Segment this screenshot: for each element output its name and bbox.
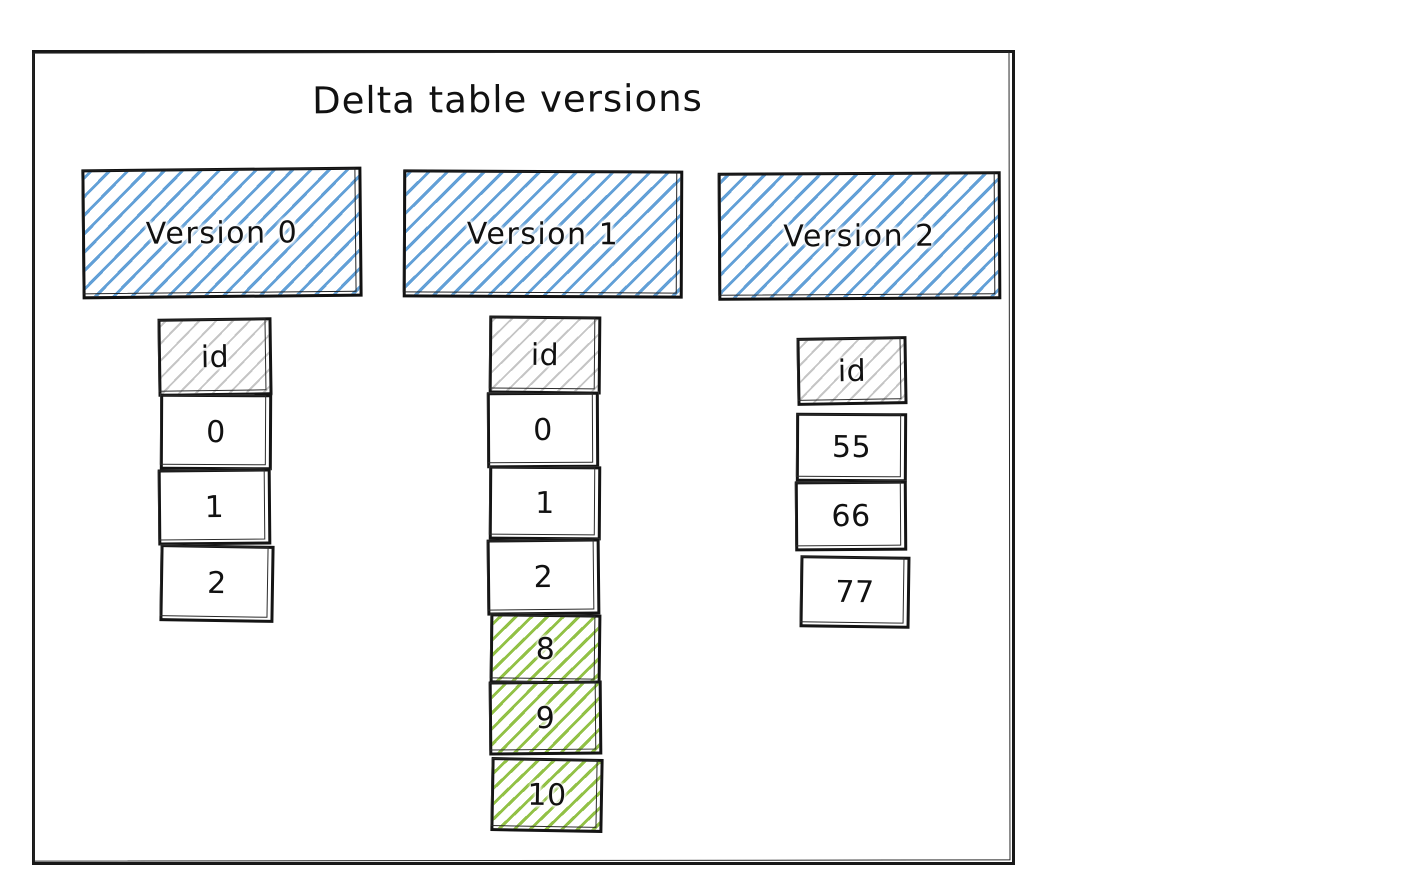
version-0-column-header: id [157, 317, 273, 397]
table-row: 66 [794, 480, 908, 552]
table-row: 2 [486, 538, 601, 616]
diagram-title: Delta table versions [311, 76, 704, 123]
version-banner-1[interactable]: Version 1 [402, 169, 684, 299]
table-row: 77 [799, 555, 911, 629]
version-banner-1-label: Version 1 [466, 216, 620, 252]
table-row: 2 [159, 544, 275, 623]
table-row: 8 [489, 613, 602, 685]
table-row: 55 [795, 412, 908, 483]
table-row: 9 [488, 680, 603, 756]
version-banner-2[interactable]: Version 2 [717, 171, 1002, 301]
version-banner-2-label: Version 2 [783, 218, 936, 254]
table-row: 0 [486, 391, 600, 469]
version-1-column-header: id [488, 315, 602, 395]
table-row: 10 [490, 757, 604, 833]
table-row: 1 [488, 465, 602, 541]
table-row: 1 [157, 468, 272, 546]
version-banner-0[interactable]: Version 0 [81, 166, 363, 300]
version-2-column-header: id [796, 336, 908, 406]
table-row: 0 [159, 393, 273, 471]
version-banner-0-label: Version 0 [145, 214, 299, 252]
